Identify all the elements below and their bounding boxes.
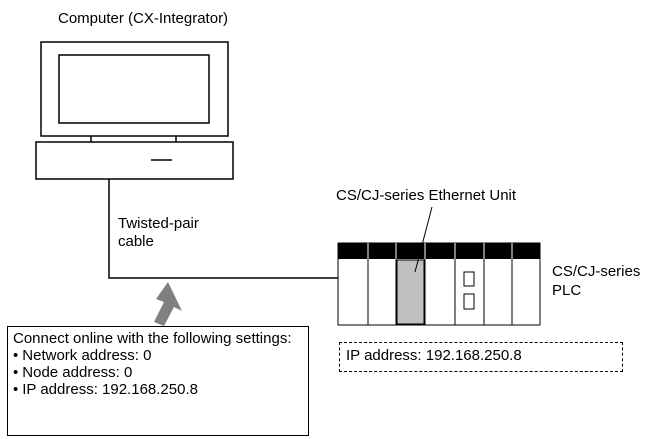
computer-label: Computer (CX-Integrator) (58, 10, 229, 27)
connection-settings-box: Connect online with the following settin… (7, 326, 309, 436)
settings-item-node-address: Node address: 0 (13, 364, 303, 381)
ethernet-unit-leader-line (414, 206, 433, 273)
plc-port-bottom-icon (463, 293, 475, 310)
ethernet-unit-label: CS/CJ-series Ethernet Unit (336, 187, 517, 204)
settings-item-network-address: Network address: 0 (13, 347, 303, 364)
cable-label-line2: cable (118, 233, 154, 250)
twisted-pair-cable-line (108, 179, 338, 279)
arrow-to-cable-icon (154, 282, 182, 326)
plc-ip-address-box: IP address: 192.168.250.8 (339, 342, 623, 372)
plc-label-line1: CS/CJ-series (552, 263, 641, 280)
computer-icon (35, 41, 234, 180)
settings-intro: Connect online with the following settin… (13, 330, 292, 347)
plc-label-line2: PLC (552, 282, 582, 299)
cable-label-line1: Twisted-pair (118, 215, 199, 232)
settings-list: Network address: 0 Node address: 0 IP ad… (13, 347, 303, 398)
ethernet-unit-icon (396, 259, 425, 325)
plc-port-top-icon (463, 271, 475, 287)
plc-rack-icon (337, 242, 541, 326)
settings-item-ip-address: IP address: 192.168.250.8 (13, 381, 303, 398)
